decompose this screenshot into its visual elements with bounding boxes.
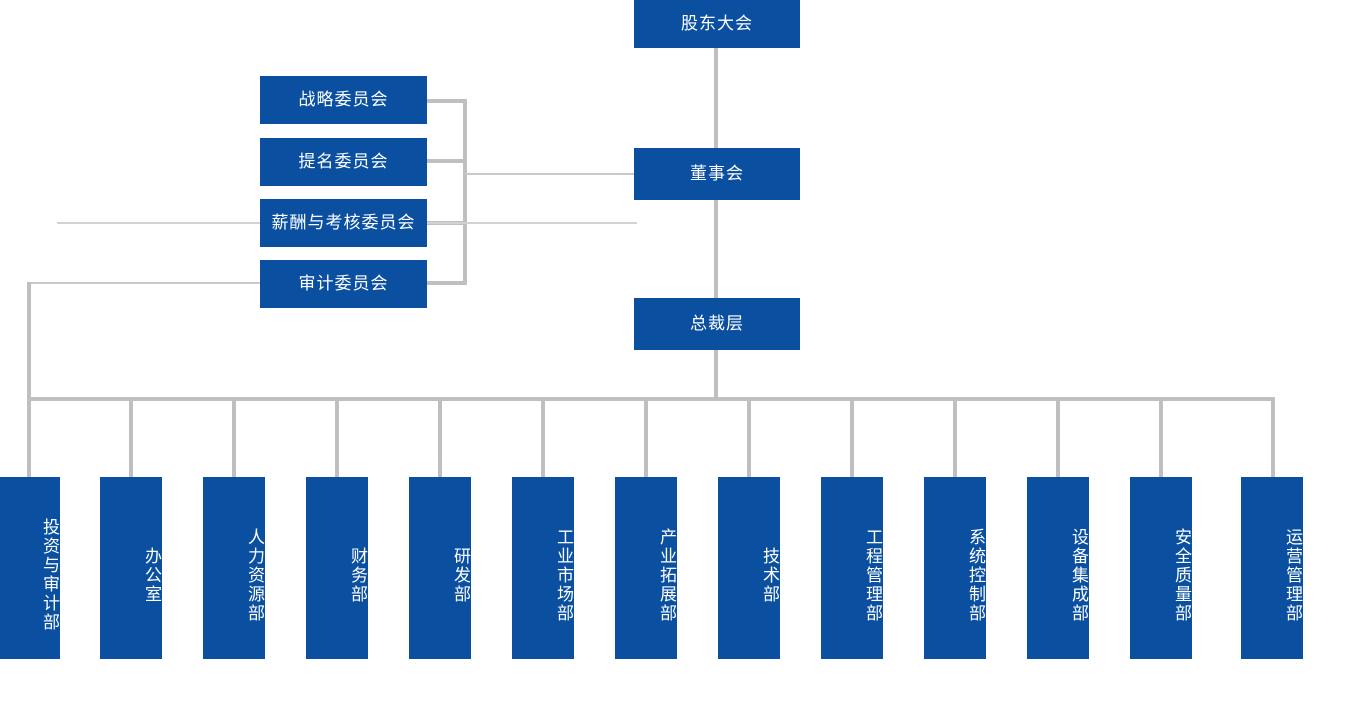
connector-committee-stub-audit [426, 281, 466, 285]
connector-audit-to-left [29, 282, 263, 284]
department-drop-9 [953, 397, 957, 477]
connector-compensation-right-line [427, 222, 637, 224]
connector-board-to-president [714, 200, 718, 299]
node-label: 办公室 [142, 546, 161, 604]
node-label: 董事会 [690, 164, 744, 184]
department-drop-11 [1159, 397, 1163, 477]
department-drop-1 [129, 397, 133, 477]
node-department-system-control[interactable]: 系统控制部 [924, 477, 986, 659]
node-department-office[interactable]: 办公室 [100, 477, 162, 659]
connector-audit-drop [27, 282, 31, 401]
node-committee-audit[interactable]: 审计委员会 [260, 260, 427, 308]
node-label: 审计委员会 [298, 274, 389, 294]
department-drop-3 [335, 397, 339, 477]
department-bus [27, 397, 1275, 401]
node-label: 设备集成部 [1069, 527, 1088, 623]
node-department-equipment-integration[interactable]: 设备集成部 [1027, 477, 1089, 659]
connector-committee-stub-nomination [426, 159, 466, 163]
node-department-finance[interactable]: 财务部 [306, 477, 368, 659]
connector-compensation-left-line [57, 222, 262, 224]
connector-committees-to-board [465, 173, 635, 175]
node-department-technology[interactable]: 技术部 [718, 477, 780, 659]
node-label: 产业拓展部 [657, 527, 676, 623]
node-department-industry-expansion[interactable]: 产业拓展部 [615, 477, 677, 659]
node-label: 工业市场部 [554, 527, 573, 623]
node-president-level[interactable]: 总裁层 [634, 298, 800, 350]
connector-committee-stub-strategy [426, 99, 466, 103]
node-department-research-and-development[interactable]: 研发部 [409, 477, 471, 659]
node-label: 财务部 [348, 546, 367, 604]
department-drop-4 [438, 397, 442, 477]
node-shareholders-meeting[interactable]: 股东大会 [634, 0, 800, 48]
node-label: 运营管理部 [1283, 527, 1302, 623]
department-drop-10 [1056, 397, 1060, 477]
node-department-investment-and-audit[interactable]: 投资与审计部 [0, 477, 60, 659]
node-label: 提名委员会 [298, 152, 389, 172]
node-label: 总裁层 [690, 314, 744, 334]
department-drop-5 [541, 397, 545, 477]
department-drop-12 [1271, 397, 1275, 477]
node-committee-strategy[interactable]: 战略委员会 [260, 76, 427, 124]
connector-shareholders-to-board [714, 48, 718, 148]
node-board-of-directors[interactable]: 董事会 [634, 148, 800, 200]
node-label: 安全质量部 [1172, 527, 1191, 623]
node-label: 薪酬与考核委员会 [271, 213, 416, 233]
connector-committee-spine [463, 99, 467, 285]
node-department-safety-and-quality[interactable]: 安全质量部 [1130, 477, 1192, 659]
node-label: 系统控制部 [966, 527, 985, 623]
node-committee-nomination[interactable]: 提名委员会 [260, 138, 427, 186]
node-department-industrial-market[interactable]: 工业市场部 [512, 477, 574, 659]
department-drop-6 [644, 397, 648, 477]
node-label: 投资与审计部 [40, 518, 59, 632]
connector-president-to-bus [714, 350, 718, 401]
node-label: 战略委员会 [298, 90, 389, 110]
node-label: 技术部 [760, 546, 779, 604]
department-drop-8 [850, 397, 854, 477]
node-label: 人力资源部 [245, 527, 264, 623]
node-department-human-resources[interactable]: 人力资源部 [203, 477, 265, 659]
department-drop-0 [27, 397, 31, 477]
node-department-operations-management[interactable]: 运营管理部 [1241, 477, 1303, 659]
node-department-engineering-management[interactable]: 工程管理部 [821, 477, 883, 659]
department-drop-7 [747, 397, 751, 477]
node-label: 工程管理部 [863, 527, 882, 623]
node-label: 研发部 [451, 546, 470, 604]
department-drop-2 [232, 397, 236, 477]
node-committee-compensation-and-assessment[interactable]: 薪酬与考核委员会 [260, 199, 427, 247]
node-label: 股东大会 [681, 14, 753, 34]
